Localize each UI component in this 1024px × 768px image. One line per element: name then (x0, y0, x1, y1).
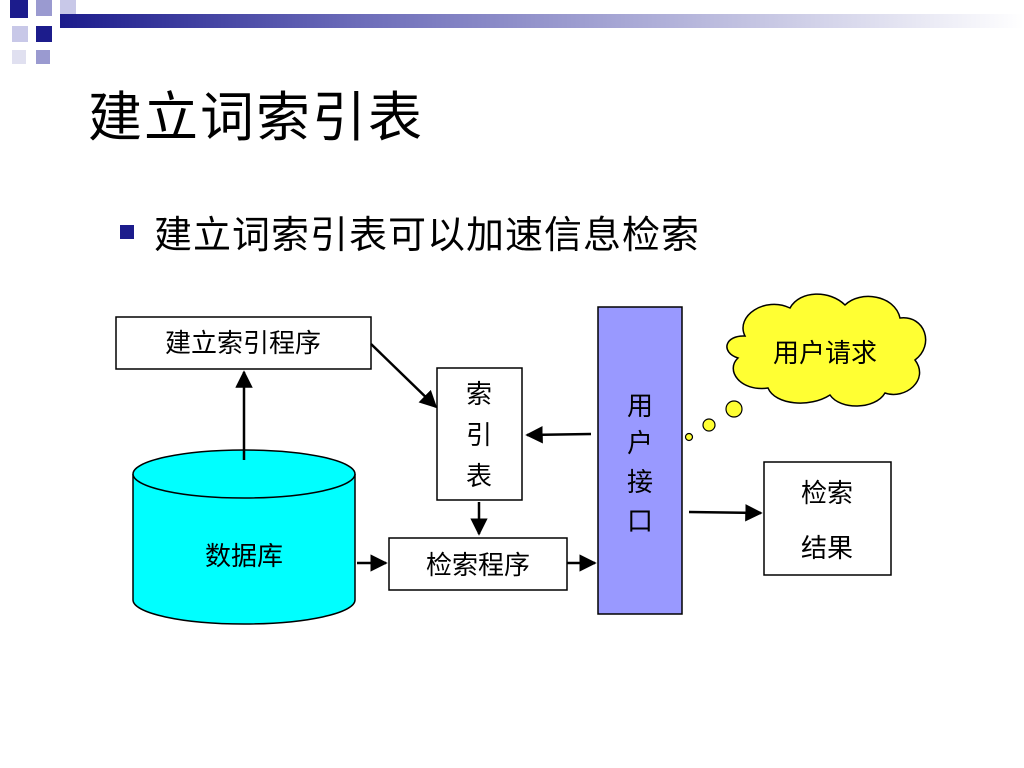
user-request-cloud: 用户请求 (684, 293, 927, 442)
user-interface-char-2: 户 (627, 429, 653, 459)
database-cylinder: 数据库 (132, 449, 356, 625)
user-interface-char-3: 接 (627, 468, 653, 498)
build-index-program-box: 建立索引程序 (115, 316, 372, 370)
top-gradient-bar (60, 14, 1024, 28)
thought-bubble-large (725, 400, 743, 418)
thought-bubble-medium (702, 418, 716, 432)
user-request-label: 用户请求 (773, 339, 877, 369)
arrow-interface-to-result (688, 504, 763, 522)
database-label: 数据库 (205, 542, 283, 572)
search-result-box: 检索 结果 (763, 461, 892, 576)
arrow-interface-to-index-table (525, 426, 592, 444)
index-table-char-3: 表 (466, 462, 492, 492)
index-table-box: 索 引 表 (436, 367, 523, 501)
corner-decoration (0, 0, 100, 70)
search-result-line-1: 检索 (801, 479, 853, 509)
user-interface-char-4: 口 (627, 507, 653, 537)
bullet-item: 建立词索引表可以加速信息检索 (120, 204, 700, 259)
index-table-char-1: 索 (466, 380, 492, 410)
index-table-char-2: 引 (466, 421, 492, 451)
search-program-label: 检索程序 (426, 551, 530, 581)
square-bullet-icon (120, 224, 134, 239)
bullet-text: 建立词索引表可以加速信息检索 (154, 213, 701, 257)
build-index-program-label: 建立索引程序 (165, 329, 321, 359)
slide-title: 建立词索引表 (88, 86, 424, 149)
thought-bubble-small (684, 432, 694, 442)
search-result-line-2: 结果 (801, 534, 853, 564)
user-interface-char-1: 用 (627, 392, 653, 422)
search-program-box: 检索程序 (388, 537, 568, 591)
user-interface-box: 用 户 接 口 (597, 306, 683, 615)
arrow-build-index-to-index-table (370, 343, 438, 409)
